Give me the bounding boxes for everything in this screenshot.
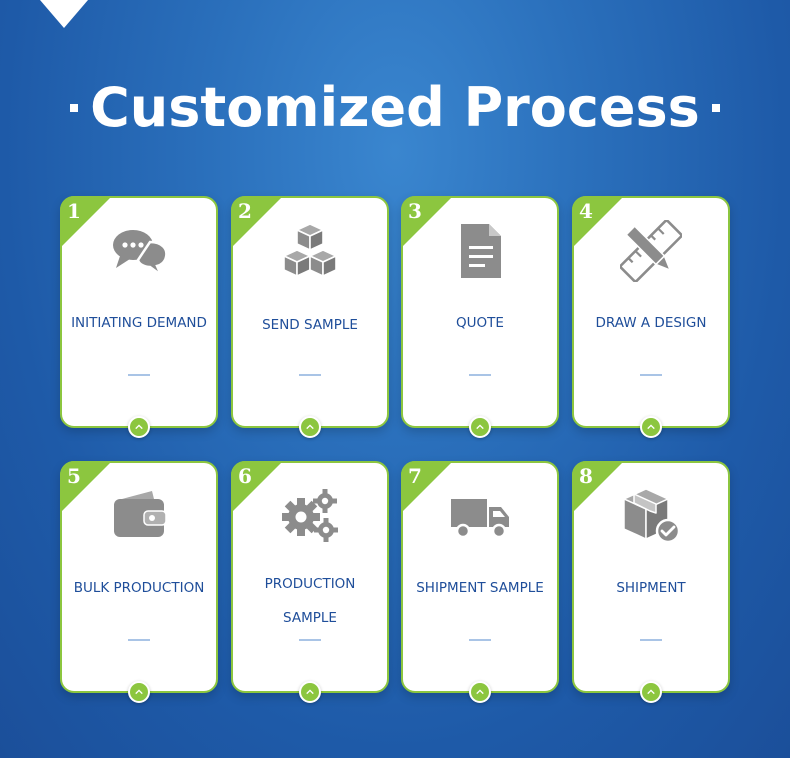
divider bbox=[640, 639, 662, 641]
step-label: QUOTE bbox=[456, 315, 504, 331]
step-number-badge: 5 bbox=[60, 461, 112, 513]
step-card-6[interactable]: 6 PRODUCTION SAMPL bbox=[231, 461, 389, 703]
boxes-icon bbox=[283, 223, 337, 277]
chevron-up-icon[interactable] bbox=[469, 681, 491, 703]
step-number: 8 bbox=[579, 464, 593, 488]
step-card-2[interactable]: 2 SEND SAMPLE bbox=[231, 196, 389, 438]
divider bbox=[128, 639, 150, 641]
step-number-badge: 7 bbox=[401, 461, 453, 513]
step-number: 3 bbox=[408, 199, 422, 223]
step-number: 4 bbox=[579, 199, 593, 223]
chevron-up-icon[interactable] bbox=[299, 416, 321, 438]
step-label: BULK PRODUCTION bbox=[73, 580, 205, 596]
step-card-1[interactable]: 1 INITIATING DEMAND bbox=[60, 196, 218, 438]
pencil-ruler-icon bbox=[620, 220, 682, 282]
divider bbox=[640, 374, 662, 376]
title-dot-right bbox=[712, 104, 720, 112]
chevron-up-icon[interactable] bbox=[299, 681, 321, 703]
step-number-badge: 3 bbox=[401, 196, 453, 248]
divider bbox=[128, 374, 150, 376]
divider bbox=[299, 374, 321, 376]
step-label: SEND SAMPLE bbox=[262, 317, 358, 333]
chat-bubbles-icon bbox=[113, 230, 168, 279]
package-check-icon bbox=[623, 488, 681, 544]
divider bbox=[469, 374, 491, 376]
title-dot-left bbox=[70, 104, 78, 112]
divider bbox=[299, 639, 321, 641]
step-number-badge: 1 bbox=[60, 196, 112, 248]
step-number: 7 bbox=[408, 464, 422, 488]
step-card-7[interactable]: 7 SHIPMENT SAMPLE bbox=[401, 461, 559, 703]
step-card-8[interactable]: 8 SHIPMENT bbox=[572, 461, 730, 703]
step-card-5[interactable]: 5 BULK PRODUCTION bbox=[60, 461, 218, 703]
step-card-4[interactable]: 4 DRAW A DESIGN bbox=[572, 196, 730, 438]
truck-icon bbox=[451, 499, 509, 539]
chevron-up-icon[interactable] bbox=[128, 681, 150, 703]
step-label: PRODUCTION SAMPLE bbox=[264, 576, 356, 626]
step-card-3[interactable]: 3 QUOTE bbox=[401, 196, 559, 438]
chevron-up-icon[interactable] bbox=[640, 681, 662, 703]
step-number: 5 bbox=[67, 464, 81, 488]
step-number-badge: 6 bbox=[231, 461, 283, 513]
step-label: DRAW A DESIGN bbox=[595, 315, 707, 331]
step-number-badge: 8 bbox=[572, 461, 624, 513]
step-number: 1 bbox=[67, 199, 81, 223]
step-label: SHIPMENT SAMPLE bbox=[416, 580, 544, 596]
chevron-up-icon[interactable] bbox=[640, 416, 662, 438]
chevron-up-icon[interactable] bbox=[128, 416, 150, 438]
step-label: INITIATING DEMAND bbox=[71, 315, 207, 331]
chevron-up-icon[interactable] bbox=[469, 416, 491, 438]
step-number: 6 bbox=[238, 464, 252, 488]
page-title: Customized Process bbox=[90, 75, 700, 139]
header: Customized Process bbox=[0, 72, 790, 142]
step-number-badge: 2 bbox=[231, 196, 283, 248]
gears-icon bbox=[282, 489, 338, 542]
step-number-badge: 4 bbox=[572, 196, 624, 248]
document-icon bbox=[461, 224, 501, 278]
top-notch-decoration bbox=[40, 0, 88, 28]
wallet-icon bbox=[114, 491, 167, 537]
step-number: 2 bbox=[238, 199, 252, 223]
step-label: SHIPMENT bbox=[616, 580, 686, 596]
divider bbox=[469, 639, 491, 641]
